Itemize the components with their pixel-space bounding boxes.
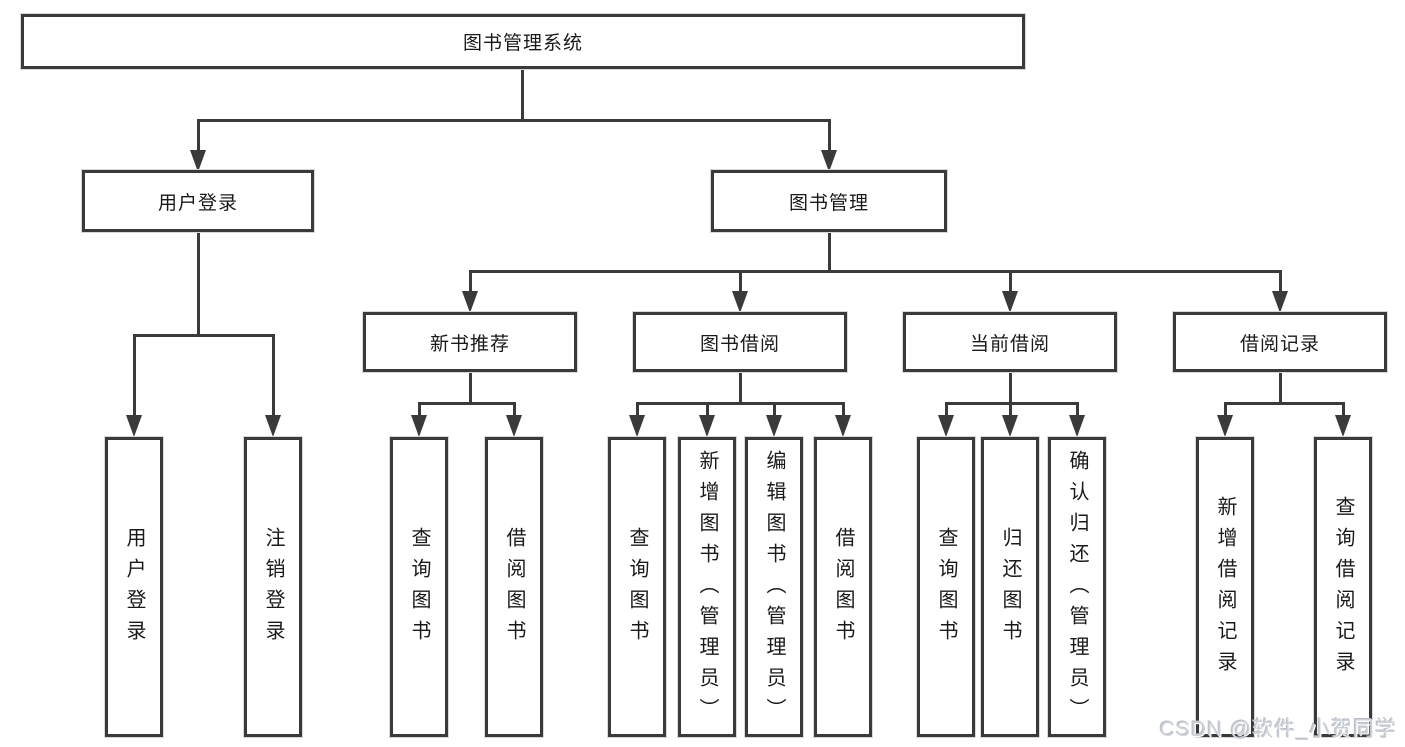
connector-line <box>828 232 831 273</box>
arrowhead-down <box>1069 415 1085 437</box>
node-label: 图书管理 <box>788 192 869 214</box>
node-label: 图书借阅 <box>699 333 780 355</box>
connector-line <box>469 270 1282 273</box>
connector-line <box>842 402 845 417</box>
connector-line <box>945 402 948 417</box>
arrowhead-down <box>1002 291 1018 313</box>
leaf-add-book-admin: 新增图书（管理员） <box>678 437 736 737</box>
connector-line <box>1224 402 1227 417</box>
leaf-label: 查询借阅记录 <box>1332 496 1354 682</box>
connector-line <box>739 270 742 293</box>
connector-line <box>133 334 136 416</box>
connector-line <box>1009 270 1012 293</box>
leaf-return-book: 归还图书 <box>981 437 1039 737</box>
node-borrowing-records: 借阅记录 <box>1173 312 1387 372</box>
connector-line <box>469 270 472 293</box>
leaf-user-login: 用户登录 <box>105 437 163 737</box>
connector-line <box>521 69 524 122</box>
node-user-login: 用户登录 <box>82 170 314 232</box>
leaf-label: 归还图书 <box>999 527 1021 651</box>
leaf-label: 用户登录 <box>123 527 145 651</box>
connector-line <box>1279 270 1282 293</box>
leaf-confirm-return-admin: 确认归还（管理员） <box>1048 437 1106 737</box>
arrowhead-down <box>835 415 851 437</box>
leaf-logout: 注销登录 <box>244 437 302 737</box>
arrowhead-down <box>938 415 954 437</box>
node-book-management: 图书管理 <box>711 170 947 232</box>
csdn-watermark: CSDN @软件_小贺同学 <box>1159 718 1397 741</box>
leaf-edit-book-admin: 编辑图书（管理员） <box>745 437 803 737</box>
arrowhead-down <box>1002 415 1018 437</box>
arrowhead-down <box>732 291 748 313</box>
node-current-borrowing: 当前借阅 <box>903 312 1117 372</box>
arrowhead-down <box>506 415 522 437</box>
node-library-management-system: 图书管理系统 <box>21 14 1025 69</box>
node-label: 当前借阅 <box>969 333 1050 355</box>
leaf-label: 借阅图书 <box>832 527 854 651</box>
leaf-label: 注销登录 <box>262 527 284 651</box>
leaf-query-books-current: 查询图书 <box>917 437 975 737</box>
leaf-label: 查询图书 <box>408 527 430 651</box>
node-label: 借阅记录 <box>1239 333 1320 355</box>
leaf-query-books-borrow: 查询图书 <box>608 437 666 737</box>
arrowhead-down <box>462 291 478 313</box>
leaf-label: 新增图书（管理员） <box>696 449 718 729</box>
connector-line <box>197 119 200 152</box>
leaf-query-borrow-record: 查询借阅记录 <box>1314 437 1372 737</box>
arrowhead-down <box>1335 415 1351 437</box>
arrowhead-down <box>126 415 142 437</box>
connector-line <box>1224 402 1345 405</box>
leaf-borrow-books: 借阅图书 <box>814 437 872 737</box>
node-label: 用户登录 <box>157 192 238 214</box>
arrowhead-down <box>1272 291 1288 313</box>
arrowhead-down <box>766 415 782 437</box>
connector-line <box>133 334 275 337</box>
arrowhead-down <box>821 150 837 172</box>
connector-line <box>418 402 421 417</box>
arrowhead-down <box>411 415 427 437</box>
connector-line <box>197 119 831 122</box>
leaf-label: 确认归还（管理员） <box>1066 449 1088 729</box>
leaf-query-books-recommend: 查询图书 <box>390 437 448 737</box>
arrowhead-down <box>699 415 715 437</box>
arrowhead-down <box>190 150 206 172</box>
leaf-label: 新增借阅记录 <box>1214 496 1236 682</box>
connector-line <box>197 232 200 337</box>
connector-line <box>1342 402 1345 417</box>
node-label: 图书管理系统 <box>462 33 583 54</box>
connector-line <box>945 402 1079 405</box>
leaf-label: 查询图书 <box>626 527 648 651</box>
connector-line <box>636 402 639 417</box>
leaf-label: 编辑图书（管理员） <box>763 449 785 729</box>
leaf-label: 查询图书 <box>935 527 957 651</box>
connector-line <box>1279 372 1282 405</box>
connector-line <box>272 334 275 416</box>
node-label: 新书推荐 <box>429 333 510 355</box>
connector-line <box>513 402 516 417</box>
arrowhead-down <box>1217 415 1233 437</box>
node-book-borrowing: 图书借阅 <box>633 312 847 372</box>
leaf-label: 借阅图书 <box>503 527 525 651</box>
leaf-add-borrow-record: 新增借阅记录 <box>1196 437 1254 737</box>
node-new-book-recommendation: 新书推荐 <box>363 312 577 372</box>
connector-line <box>1009 372 1012 405</box>
leaf-borrow-books-recommend: 借阅图书 <box>485 437 543 737</box>
connector-line <box>636 402 845 405</box>
connector-line <box>1009 402 1012 417</box>
connector-line <box>418 402 516 405</box>
arrowhead-down <box>629 415 645 437</box>
connector-line <box>773 402 776 417</box>
connector-line <box>1076 402 1079 417</box>
connector-line <box>469 372 472 405</box>
connector-line <box>706 402 709 417</box>
arrowhead-down <box>265 415 281 437</box>
connector-line <box>739 372 742 405</box>
connector-line <box>828 119 831 152</box>
